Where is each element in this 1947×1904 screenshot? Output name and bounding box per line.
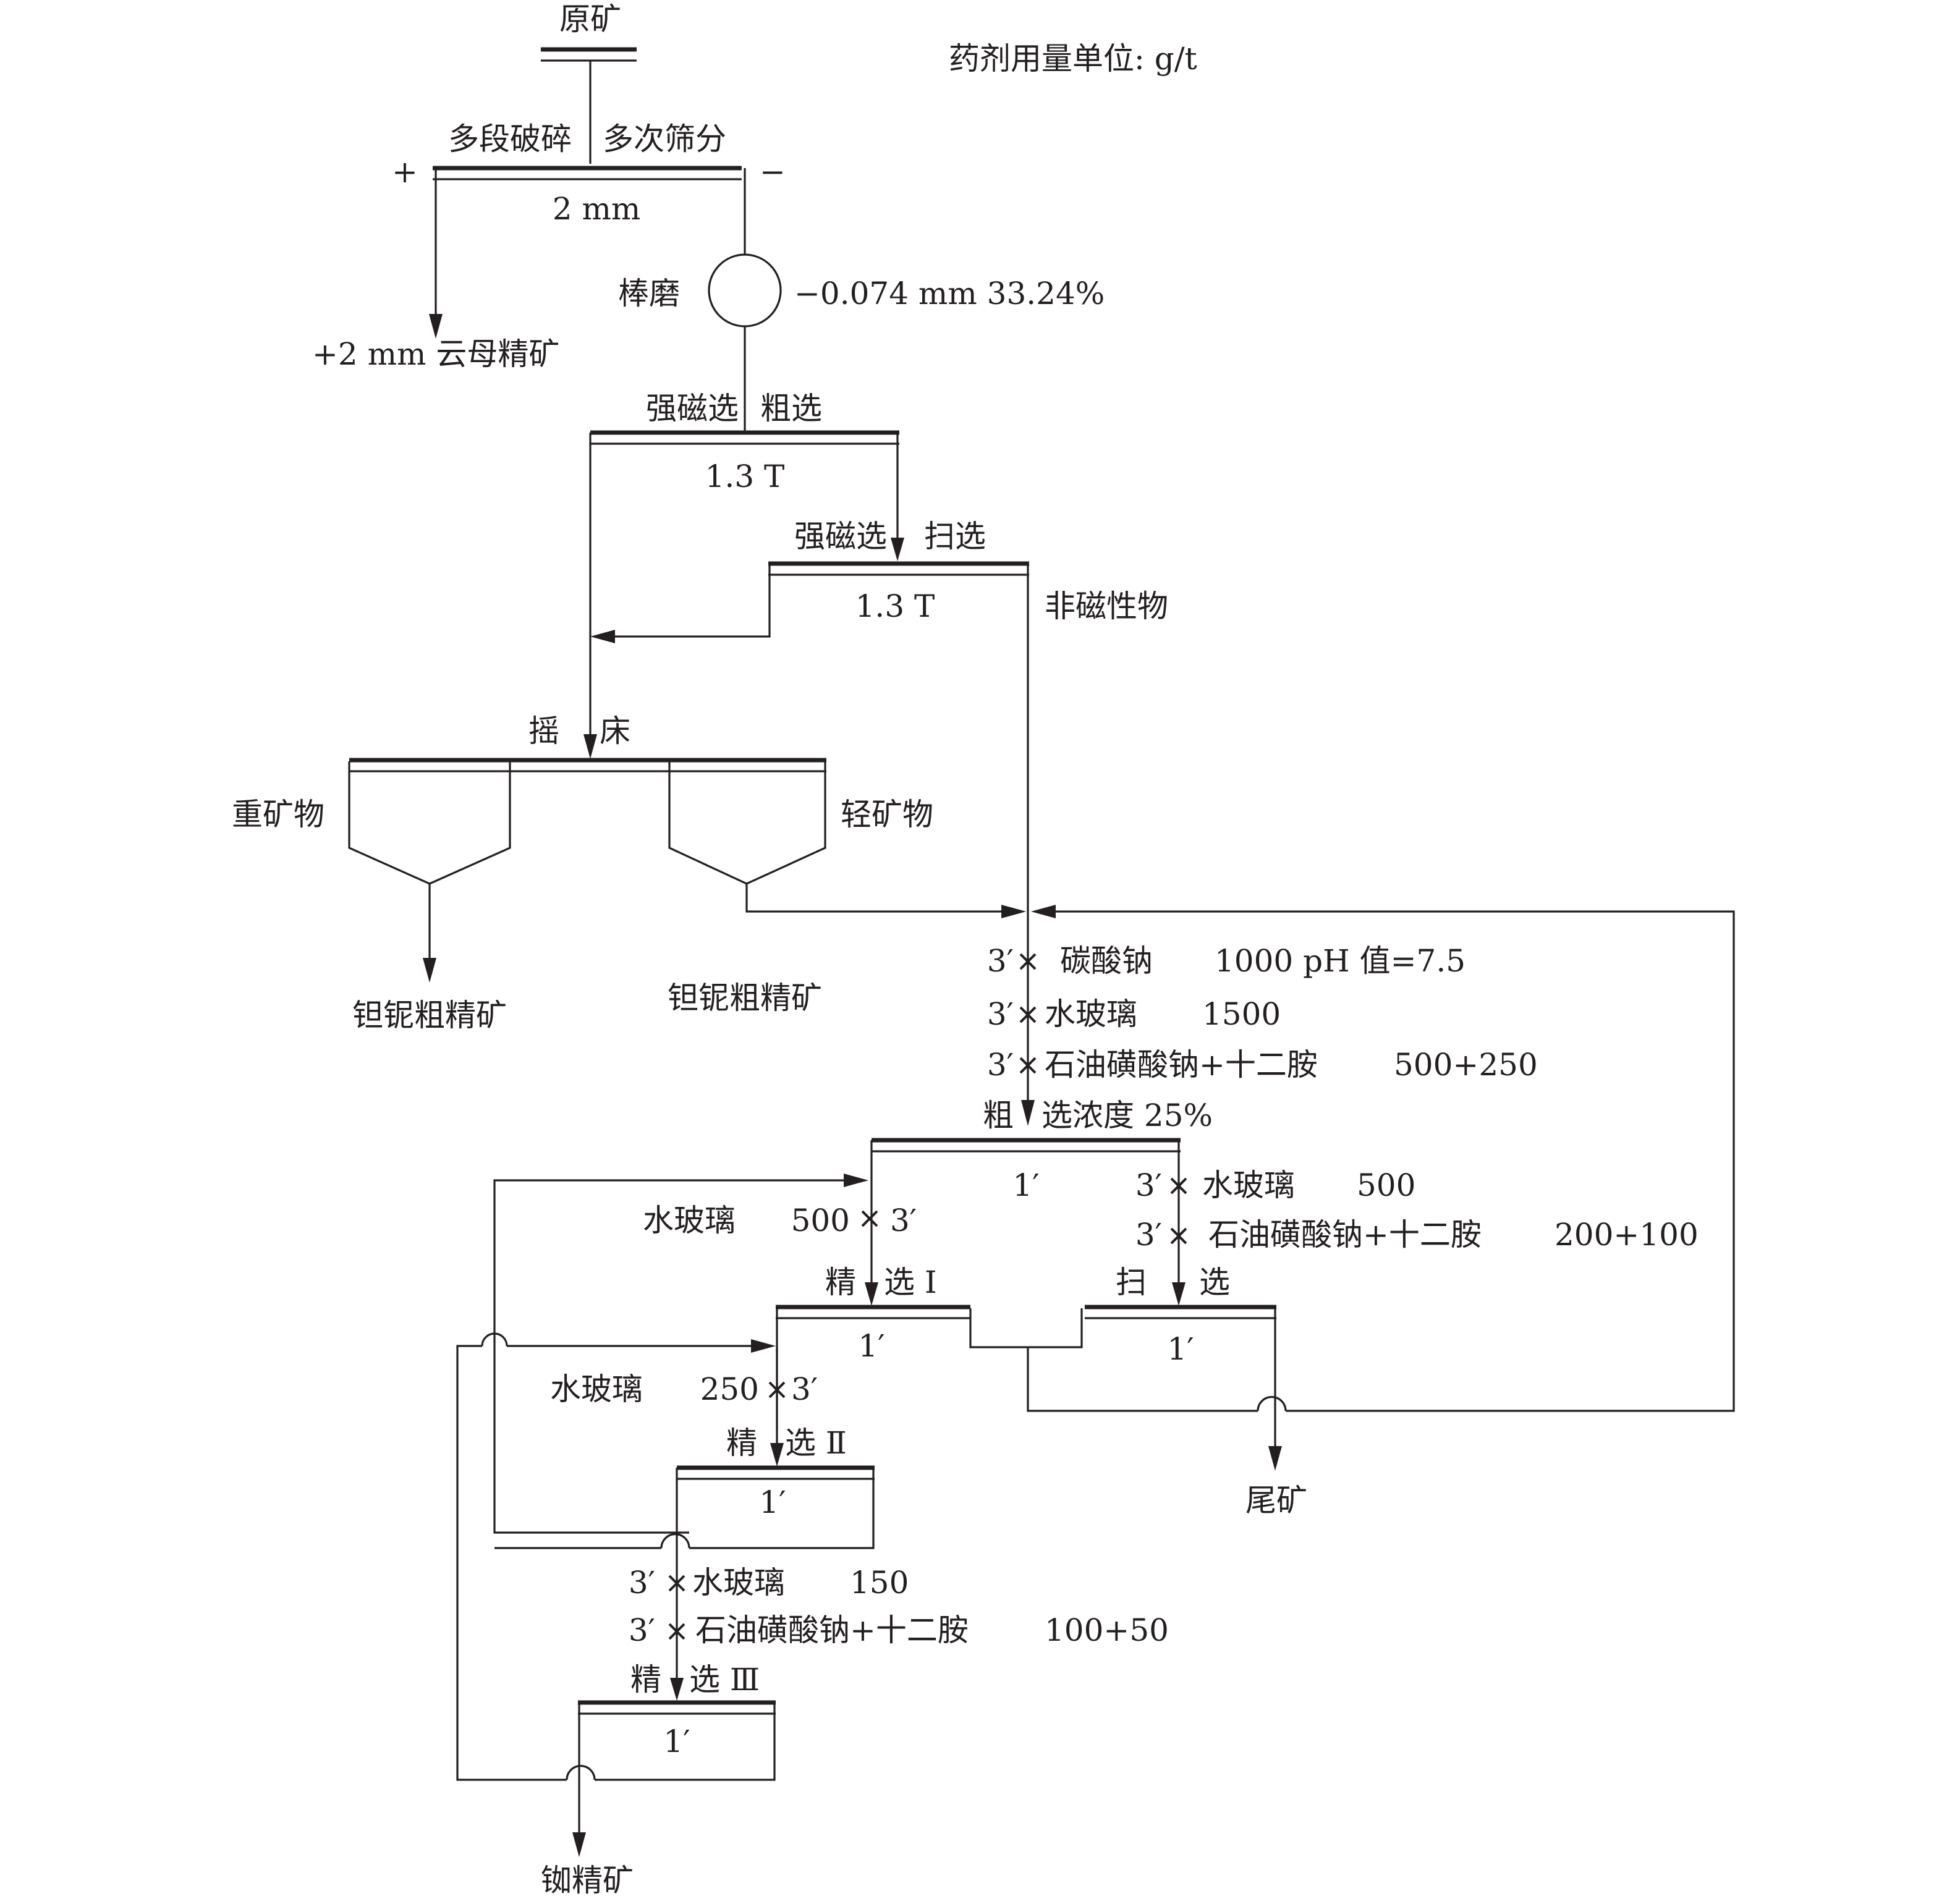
mica-concentrate-label: +2 mm 云母精矿 xyxy=(312,336,559,372)
scav-time-label: 1′ xyxy=(1167,1331,1194,1367)
nonmagnetic-label: 非磁性物 xyxy=(1045,588,1168,624)
rod-mill-node xyxy=(708,253,782,431)
screen-size-label: 2 mm xyxy=(553,191,641,227)
rougher-reagent-2-dose: 1500 xyxy=(1202,996,1281,1032)
rod-mill-label: 棒磨 xyxy=(618,276,680,311)
cleaner-2-node xyxy=(494,1465,875,1701)
cleaner-3-node xyxy=(566,1700,776,1857)
cleaner1-reagent-time: 3′ xyxy=(890,1203,917,1238)
rougher-reagent-2-name: 水玻璃 xyxy=(1045,996,1137,1032)
flotation-rougher-node xyxy=(861,1138,1187,1306)
cleaner2-label-b: 选 Ⅱ xyxy=(785,1425,847,1461)
mag-scav-label-a: 强磁选 xyxy=(794,518,887,554)
flotation-scavenger-node xyxy=(1027,1305,1287,1471)
cleaner3-time-label: 1′ xyxy=(663,1724,690,1759)
mag-rougher-label-a: 强磁选 xyxy=(646,391,739,426)
minus-sign: − xyxy=(760,154,786,190)
cleaner1-reagent-name: 水玻璃 xyxy=(643,1203,736,1238)
table-label-b: 床 xyxy=(600,713,630,749)
scav-label-b: 选 xyxy=(1199,1264,1230,1300)
field-scav-label: 1.3 T xyxy=(855,588,935,624)
scav-reagent-2-name: 石油磺酸钠+十二胺 xyxy=(1208,1217,1482,1253)
rougher-reagent-3-dose: 500+250 xyxy=(1394,1047,1538,1083)
cleaner1-label-b: 选 Ⅰ xyxy=(884,1264,937,1300)
rougher-label-b: 选浓度 25% xyxy=(1041,1098,1213,1133)
mag-scav-label-b: 扫选 xyxy=(924,518,986,554)
scav-reagent-2-dose: 200+100 xyxy=(1555,1217,1699,1253)
tanb-heavy-label: 钽铌粗精矿 xyxy=(352,997,507,1033)
cleaner1-time-label: 1′ xyxy=(858,1328,884,1364)
cleaner1-label-a: 精 xyxy=(825,1264,856,1300)
cleaner3-reagent-a-dose: 150 xyxy=(850,1565,909,1601)
tanb-light-label: 钽铌粗精矿 xyxy=(668,980,822,1016)
cleaner3-reagent-a-name: 水玻璃 xyxy=(692,1565,785,1601)
rb-concentrate-label: 铷精矿 xyxy=(541,1863,634,1898)
rougher-reagent-2-time: 3′ xyxy=(987,996,1014,1032)
cleaner2-reagent-time: 3′ xyxy=(791,1371,818,1407)
table-label-a: 摇 xyxy=(528,713,559,749)
cleaner3-label-b: 选 Ⅲ xyxy=(689,1662,760,1698)
cleaner2-label-a: 精 xyxy=(726,1425,757,1461)
rougher-reagent-1-time: 3′ xyxy=(987,943,1014,979)
cleaner3-reagent-b-dose: 100+50 xyxy=(1045,1612,1169,1648)
mag-rougher-node xyxy=(589,430,904,738)
heavy-mineral-label: 重矿物 xyxy=(232,797,324,832)
raw-ore-label: 原矿 xyxy=(559,1,621,37)
raw-ore-node xyxy=(541,47,637,164)
grind-fineness-label: −0.074 mm 33.24% xyxy=(794,276,1105,311)
scav-reagent-1-name: 水玻璃 xyxy=(1202,1167,1295,1203)
mag-rougher-label-b: 粗选 xyxy=(760,391,822,426)
cleaner2-reagent-dose: 250 xyxy=(700,1371,759,1407)
cleaner1-reagent-dose: 500 xyxy=(791,1203,850,1238)
cleaner3-reagent-b-time: 3′ xyxy=(629,1612,655,1648)
rougher-label-a: 粗 xyxy=(983,1098,1014,1133)
cleaner3-reagent-a-time: 3′ xyxy=(629,1565,655,1601)
scav-reagent-1-time: 3′ xyxy=(1135,1167,1162,1203)
rougher-time-label: 1′ xyxy=(1012,1167,1039,1203)
scav-label-a: 扫 xyxy=(1116,1264,1147,1300)
cleaner-3-recycle-line xyxy=(456,1332,778,1781)
tailings-label: 尾矿 xyxy=(1245,1483,1307,1518)
rougher-reagent-3-name: 石油磺酸钠+十二胺 xyxy=(1045,1047,1318,1083)
field-rougher-label: 1.3 T xyxy=(705,459,785,494)
rougher-reagent-3-time: 3′ xyxy=(987,1047,1014,1083)
flotation-feed-line xyxy=(1019,896,1735,1412)
plus-sign: + xyxy=(392,154,418,190)
screen-node xyxy=(429,166,746,339)
cleaner3-reagent-b-name: 石油磺酸钠+十二胺 xyxy=(695,1612,969,1648)
rougher-reagent-1-dose: 1000 pH 值=7.5 xyxy=(1215,943,1466,979)
cleaner2-reagent-name: 水玻璃 xyxy=(550,1371,643,1407)
screening-label: 多次筛分 xyxy=(603,121,726,157)
rougher-reagent-1-name: 碳酸钠 xyxy=(1060,943,1153,979)
light-mineral-label: 轻矿物 xyxy=(841,797,933,832)
crushing-label: 多段破碎 xyxy=(448,121,572,157)
cleaner2-time-label: 1′ xyxy=(759,1484,786,1520)
shaking-table-node xyxy=(348,758,1026,983)
cleaner3-label-a: 精 xyxy=(630,1662,661,1698)
dosage-unit-label: 药剂用量单位: g/t xyxy=(949,41,1197,77)
scav-reagent-2-time: 3′ xyxy=(1135,1217,1162,1253)
mag-scavenger-node xyxy=(590,561,1029,896)
scav-reagent-1-dose: 500 xyxy=(1357,1167,1415,1203)
